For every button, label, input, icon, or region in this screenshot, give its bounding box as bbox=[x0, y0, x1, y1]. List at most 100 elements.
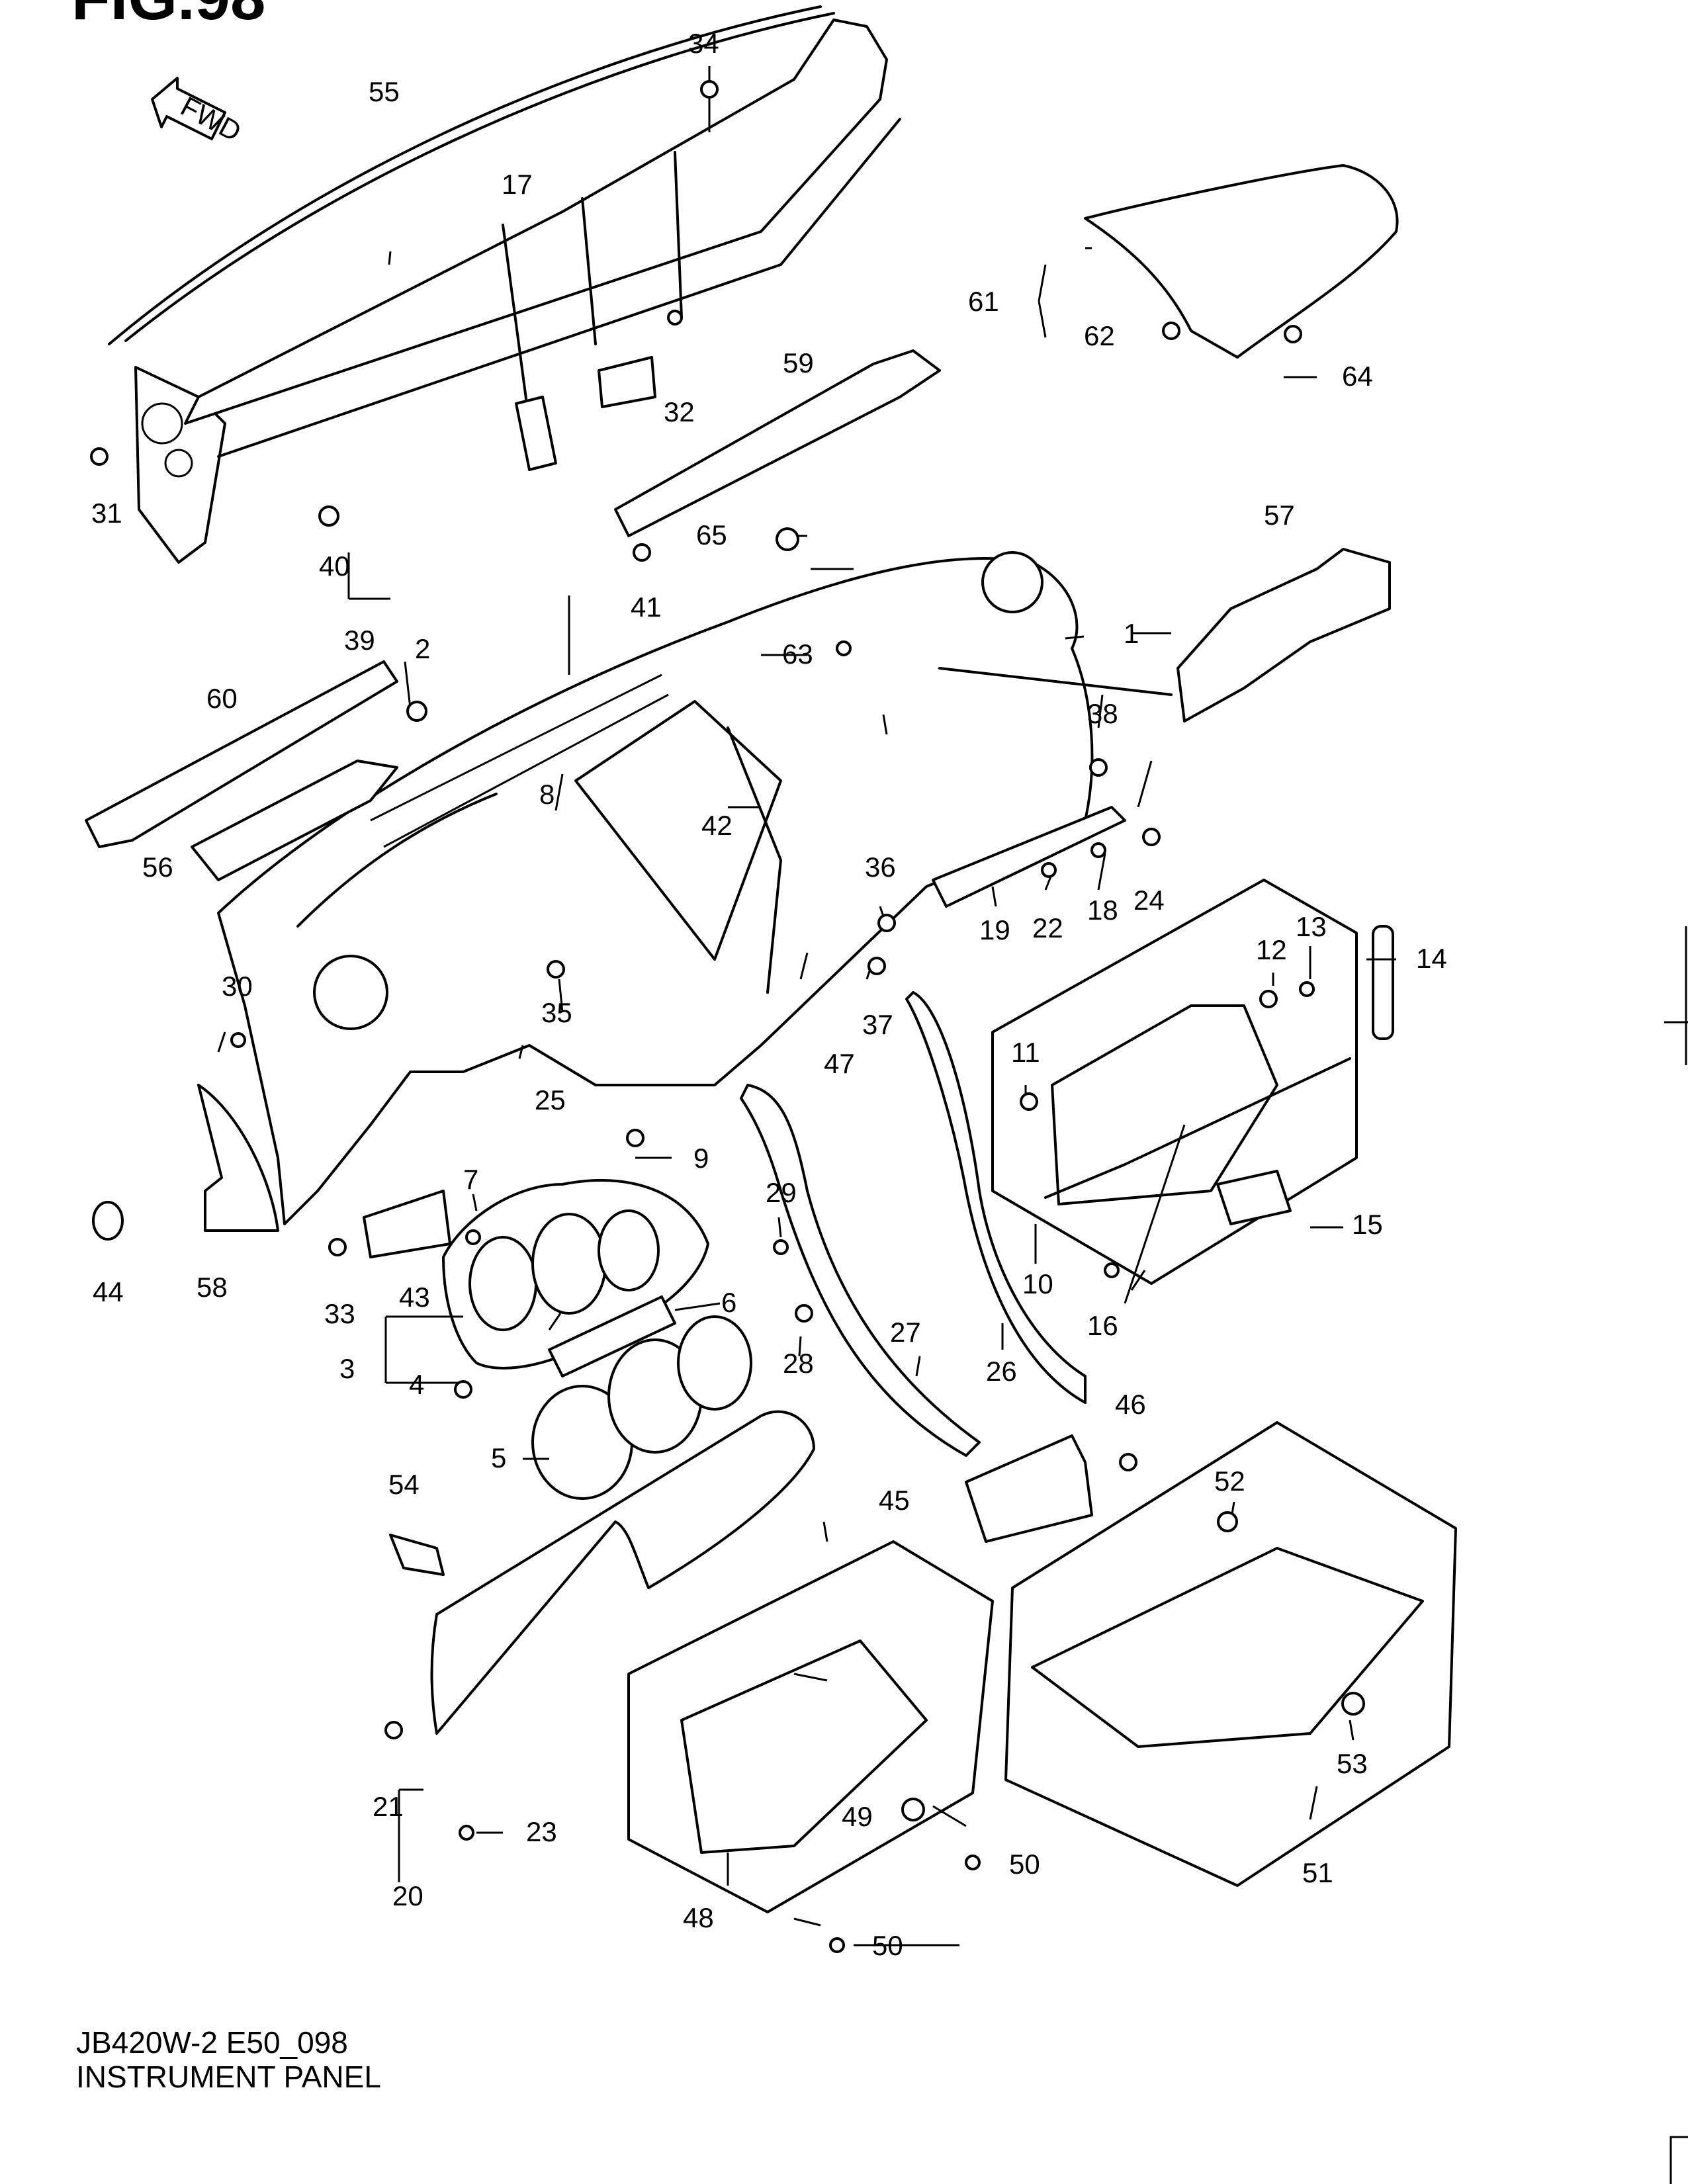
callout-7: 7 bbox=[463, 1164, 478, 1195]
part-59-absorber-strip bbox=[614, 349, 941, 537]
callout-1: 1 bbox=[1124, 618, 1139, 649]
callout-46: 46 bbox=[1115, 1389, 1146, 1420]
callout-64: 64 bbox=[1342, 361, 1373, 392]
callout-2: 2 bbox=[415, 633, 430, 664]
callout-42: 42 bbox=[701, 810, 733, 841]
callout-62: 62 bbox=[1084, 320, 1115, 351]
part-60-absorber-strip bbox=[85, 660, 398, 848]
callout-33: 33 bbox=[324, 1298, 355, 1329]
callout-13: 13 bbox=[1296, 911, 1327, 942]
part-10-glove-box-group bbox=[991, 879, 1358, 1285]
callout-25: 25 bbox=[535, 1084, 566, 1115]
callout-15: 15 bbox=[1352, 1209, 1383, 1240]
callout-10: 10 bbox=[1022, 1268, 1053, 1299]
callout-45: 45 bbox=[879, 1485, 910, 1516]
callout-52: 52 bbox=[1214, 1465, 1245, 1497]
callout-65: 65 bbox=[696, 519, 727, 550]
callout-12: 12 bbox=[1256, 934, 1287, 965]
callout-17: 17 bbox=[502, 169, 533, 200]
callout-14: 14 bbox=[1416, 943, 1447, 974]
callout-50-upper: 50 bbox=[1009, 1849, 1040, 1880]
fasteners bbox=[90, 80, 1365, 1953]
callout-24: 24 bbox=[1133, 885, 1165, 916]
callout-41: 41 bbox=[631, 591, 662, 623]
callout-47: 47 bbox=[824, 1048, 855, 1079]
part-6-plate bbox=[548, 1295, 676, 1377]
part-48-lower-tray-group bbox=[627, 1540, 994, 1913]
figure-title: FIG.98 bbox=[71, 0, 265, 34]
part-45-lock-assy bbox=[965, 1434, 1093, 1543]
callout-36: 36 bbox=[865, 852, 896, 883]
part-5-meter-lens bbox=[531, 1315, 752, 1500]
callout-31: 31 bbox=[91, 498, 122, 529]
part-56-defroster-nozzle bbox=[191, 760, 398, 881]
callout-60: 60 bbox=[206, 683, 238, 714]
callout-44: 44 bbox=[93, 1276, 124, 1307]
callout-59: 59 bbox=[783, 347, 814, 378]
callout-21: 21 bbox=[373, 1791, 404, 1822]
callout-53: 53 bbox=[1337, 1748, 1368, 1779]
part-15-lock bbox=[1216, 1170, 1292, 1225]
leader-lines bbox=[217, 66, 1396, 1946]
callout-6: 6 bbox=[721, 1287, 736, 1318]
callout-61: 61 bbox=[968, 286, 999, 317]
callout-35: 35 bbox=[541, 997, 572, 1028]
edge-marks bbox=[1664, 926, 1688, 2184]
part-26-side-trim bbox=[905, 991, 1087, 1404]
part-1-instrument-panel bbox=[217, 551, 1173, 1225]
callout-11: 11 bbox=[1011, 1037, 1040, 1068]
part-14-damper bbox=[1372, 925, 1394, 1040]
callout-4: 4 bbox=[409, 1369, 424, 1400]
part-20-lower-panel bbox=[430, 1410, 815, 1735]
part-58-side-cover bbox=[197, 1084, 279, 1232]
part-54-clip bbox=[389, 1534, 445, 1576]
part-51-glove-box-lid-group bbox=[1004, 1421, 1457, 1887]
callouts: 1 2 3 4 5 6 7 8 9 10 11 12 13 14 15 16 1… bbox=[91, 28, 1447, 1961]
callout-19: 19 bbox=[979, 914, 1010, 945]
callout-16: 16 bbox=[1087, 1310, 1118, 1341]
callout-22: 22 bbox=[1032, 912, 1063, 943]
part-43-switch bbox=[363, 1190, 451, 1258]
part-55-trim-strip bbox=[108, 5, 835, 345]
diagram-code: JB420W-2 E50_098 bbox=[76, 2025, 348, 2060]
callout-48: 48 bbox=[683, 1902, 714, 1933]
callout-9: 9 bbox=[693, 1143, 709, 1174]
callout-57: 57 bbox=[1264, 500, 1295, 531]
part-57-pad bbox=[1177, 548, 1391, 722]
callout-34: 34 bbox=[688, 28, 719, 59]
callout-43: 43 bbox=[399, 1282, 430, 1313]
callout-8: 8 bbox=[539, 779, 555, 810]
callout-40: 40 bbox=[319, 550, 350, 582]
callout-18: 18 bbox=[1087, 895, 1118, 926]
callout-51: 51 bbox=[1302, 1857, 1333, 1888]
callout-20: 20 bbox=[392, 1880, 423, 1911]
part-17-steering-support-member bbox=[134, 19, 901, 564]
part-27-center-trim bbox=[740, 1084, 981, 1457]
callout-30: 30 bbox=[222, 971, 253, 1002]
callout-29: 29 bbox=[766, 1177, 797, 1208]
callout-63: 63 bbox=[782, 638, 813, 670]
callout-37: 37 bbox=[862, 1009, 893, 1040]
part-3-meter-cluster-bezel bbox=[442, 1179, 709, 1370]
callout-50-lower: 50 bbox=[872, 1930, 903, 1961]
callout-56: 56 bbox=[142, 852, 173, 883]
part-61-upper-cover bbox=[1084, 164, 1399, 359]
callout-27: 27 bbox=[890, 1317, 921, 1348]
part-44-cap bbox=[92, 1201, 124, 1241]
callout-38: 38 bbox=[1087, 698, 1118, 729]
callout-58: 58 bbox=[197, 1272, 228, 1303]
diagram-title: INSTRUMENT PANEL bbox=[76, 2060, 381, 2094]
callout-49: 49 bbox=[842, 1801, 873, 1832]
callout-54: 54 bbox=[388, 1469, 420, 1500]
callout-5: 5 bbox=[491, 1442, 506, 1473]
callout-23: 23 bbox=[526, 1816, 557, 1847]
callout-32: 32 bbox=[664, 396, 695, 427]
callout-3: 3 bbox=[339, 1353, 355, 1384]
callout-26: 26 bbox=[986, 1356, 1017, 1387]
callout-28: 28 bbox=[783, 1348, 814, 1379]
callout-39: 39 bbox=[344, 625, 375, 656]
fwd-arrow: FWD bbox=[151, 77, 246, 148]
part-19-reinforcement bbox=[932, 806, 1126, 908]
callout-55: 55 bbox=[369, 76, 400, 107]
